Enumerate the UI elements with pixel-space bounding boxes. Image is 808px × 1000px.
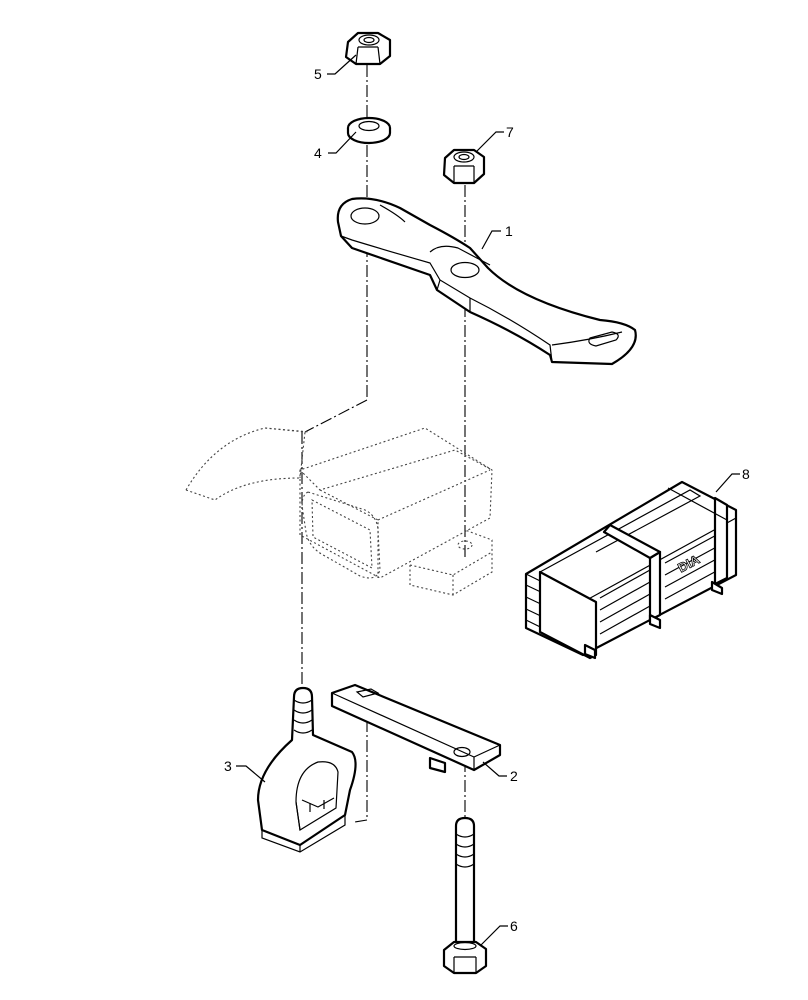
part-2-retainer-plate [330, 683, 502, 774]
part-6-hex-bolt [442, 816, 488, 975]
callout-5-label: 5 [314, 66, 322, 82]
callout-6: 6 [479, 918, 518, 947]
part-1-bracket-arm [336, 197, 637, 366]
ghost-frame-reference [185, 427, 493, 596]
callout-1: 1 [481, 223, 513, 250]
part-4-washer [346, 116, 392, 145]
callout-3: 3 [224, 758, 266, 783]
callout-7: 7 [476, 124, 514, 152]
callout-3-label: 3 [224, 758, 232, 774]
callout-8-label: 8 [742, 466, 750, 482]
callout-7-label: 7 [506, 124, 514, 140]
callout-4: 4 [314, 131, 357, 161]
callout-2: 2 [482, 761, 518, 784]
callout-2-label: 2 [510, 768, 518, 784]
callout-8: 8 [715, 466, 750, 493]
callout-6-label: 6 [510, 918, 518, 934]
part-8-shipping-crate: DIA [524, 480, 738, 660]
part-5-lock-nut [344, 31, 392, 66]
callout-1-label: 1 [505, 223, 513, 239]
callout-5: 5 [314, 54, 357, 82]
part-3-eye-anchor [256, 686, 357, 853]
part-7-lock-nut [442, 148, 486, 185]
callout-4-label: 4 [314, 145, 322, 161]
